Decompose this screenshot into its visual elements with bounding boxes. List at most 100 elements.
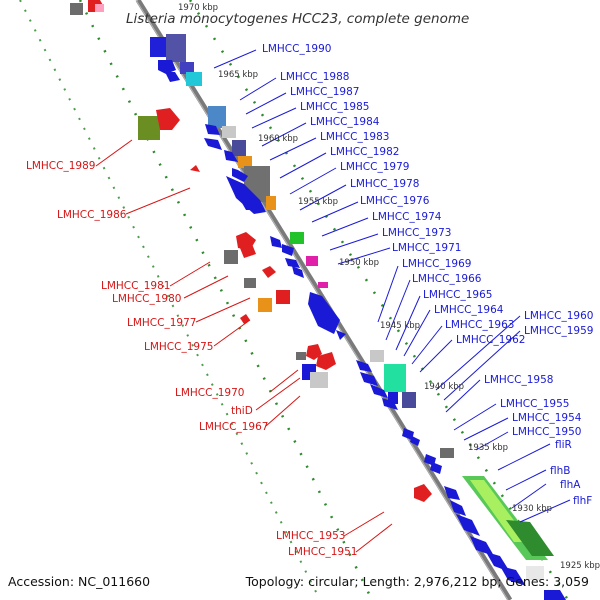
gene-block [224,250,238,264]
gene-arrow [370,384,388,398]
gene-label: LMHCC_1984 [310,116,380,128]
gene-block [238,156,252,168]
gene-arrow [204,138,222,150]
gene-arrow [414,484,432,502]
leader-lines [95,49,571,553]
gene-label: fliR [555,439,572,451]
gene-arrow [308,292,340,334]
gene-block [244,278,256,288]
kbp-ticks: 1970 kbp 1965 kbp 1960 kbp 1955 kbp 1950… [178,3,600,571]
gene-label: LMHCC_1959 [524,325,593,337]
kbp-label: 1970 kbp [178,3,218,13]
topology-label: Topology: circular; Length: 2,976,212 bp… [245,574,589,589]
kbp-label: 1965 kbp [218,70,258,80]
gene-block [208,106,226,128]
gene-label: LMHCC_1951 [288,546,357,558]
gene-arrow [470,536,494,556]
gene-block [180,62,194,74]
gene-block [95,4,104,12]
gene-label: LMHCC_1958 [484,374,553,386]
gene-block [384,364,406,392]
gene-block [318,282,328,288]
gene-arrow [240,244,256,258]
gene-label: LMHCC_1966 [412,273,482,285]
gene-label: LMHCC_1962 [456,334,525,346]
gene-block [276,290,290,304]
gene-label: LMHCC_1985 [300,101,369,113]
gene-block [266,196,276,210]
left-leaders [95,139,393,553]
gene-arrow [316,352,336,370]
gene-label: LMHCC_1963 [445,319,514,331]
gene-label: LMHCC_1978 [350,178,419,190]
kbp-label: 1940 kbp [424,382,464,392]
gene-arrow [232,168,248,182]
gene-label: LMHCC_1955 [500,398,569,410]
gene-arrow [156,108,180,130]
gene-arrow [382,398,398,410]
gene-block [186,72,202,86]
kbp-label: 1930 kbp [512,504,552,514]
gene-block [440,448,454,458]
gene-block [290,232,304,244]
gene-arrow [165,72,180,82]
gene-arrow [402,428,414,440]
gene-arrow [430,462,442,474]
gene-block [506,520,554,556]
gene-label: LMHCC_1970 [175,387,244,399]
gene-label: LMHCC_1980 [112,293,181,305]
gene-arrow [158,60,176,74]
gene-arrow [292,266,304,278]
gene-label: LMHCC_1976 [360,195,430,207]
kbp-label: 1950 kbp [339,258,379,268]
gene-label: LMHCC_1979 [340,161,409,173]
gene-block [70,3,83,15]
gene-block [166,34,186,62]
accession-label: Accession: NC_011660 [8,574,150,589]
gene-arrow [356,360,372,372]
gene-block [150,37,168,57]
gene-label: LMHCC_1973 [382,227,451,239]
gene-label: LMHCC_1969 [402,258,471,270]
kbp-label: 1945 kbp [380,321,420,331]
gene-block [222,126,236,138]
gene-arrow [238,196,256,210]
gene-block [402,392,416,408]
gene-label: LMHCC_1983 [320,131,389,143]
gene-label: LMHCC_1981 [101,280,170,292]
gene-label: flhB [550,465,570,477]
gene-features [70,0,566,600]
gene-label: LMHCC_1987 [290,86,359,98]
gene-label: LMHCC_1964 [434,304,504,316]
gene-block [258,298,272,312]
gene-arrow [544,590,566,600]
gene-arrow [450,500,466,516]
gene-arrow [444,486,460,500]
gene-label: flhA [560,479,581,491]
kbp-label: 1935 kbp [468,443,508,453]
gene-label: LMHCC_1971 [392,242,461,254]
kbp-label: 1955 kbp [298,197,338,207]
gene-block [310,372,328,388]
gene-block [306,256,318,266]
kbp-label: 1925 kbp [560,561,600,571]
gene-label: LMHCC_1977 [127,317,196,329]
gene-label: LMHCC_1975 [144,341,213,353]
gene-label: LMHCC_1960 [524,310,593,322]
gene-label: LMHCC_1988 [280,71,349,83]
gene-label: LMHCC_1954 [512,412,582,424]
left-dotted-track [19,0,321,600]
gene-label: LMHCC_1965 [423,289,492,301]
left-gene-labels: LMHCC_1989 LMHCC_1986 LMHCC_1981 LMHCC_1… [26,160,357,558]
genome-title: Listeria monocytogenes HCC23, complete g… [126,11,469,27]
right-leaders [213,49,571,523]
gene-arrow [282,244,294,256]
gene-label: LMHCC_1953 [276,530,345,542]
gene-label: LMHCC_1990 [262,43,331,55]
gene-arrow [360,372,378,386]
gene-label: LMHCC_1950 [512,426,581,438]
gene-label: LMHCC_1967 [199,421,268,433]
gene-arrow [270,236,282,248]
gene-block [138,116,160,140]
